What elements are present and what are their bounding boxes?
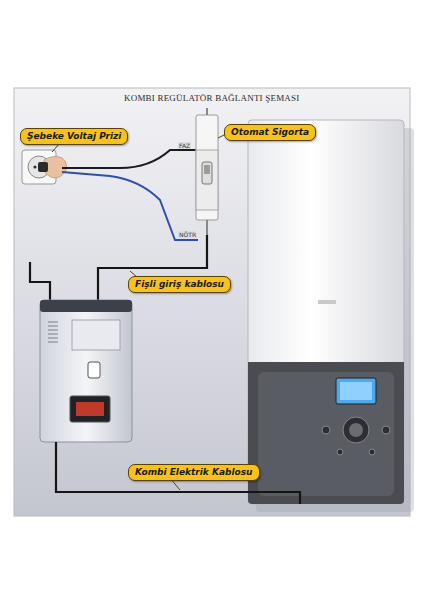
wire-label: NÖTR bbox=[178, 231, 197, 238]
callout-text: Otomat Sigorta bbox=[231, 127, 309, 138]
callout-tag: Fişli giriş kablosu bbox=[128, 276, 231, 293]
callout-tag: Otomat Sigorta bbox=[224, 124, 316, 141]
callout-tag: Şebeke Voltaj Prizi bbox=[20, 128, 128, 145]
wire-label: FAZ bbox=[178, 142, 191, 149]
callout-tag: Kombi Elektrik Kablosu bbox=[128, 464, 260, 481]
callout-text: Fişli giriş kablosu bbox=[135, 279, 224, 290]
callout-text: Şebeke Voltaj Prizi bbox=[27, 131, 121, 142]
diagram-title: KOMBI REGÜLATÖR BAĞLANTI ŞEMASI bbox=[124, 93, 299, 103]
callout-text: Kombi Elektrik Kablosu bbox=[135, 467, 253, 478]
